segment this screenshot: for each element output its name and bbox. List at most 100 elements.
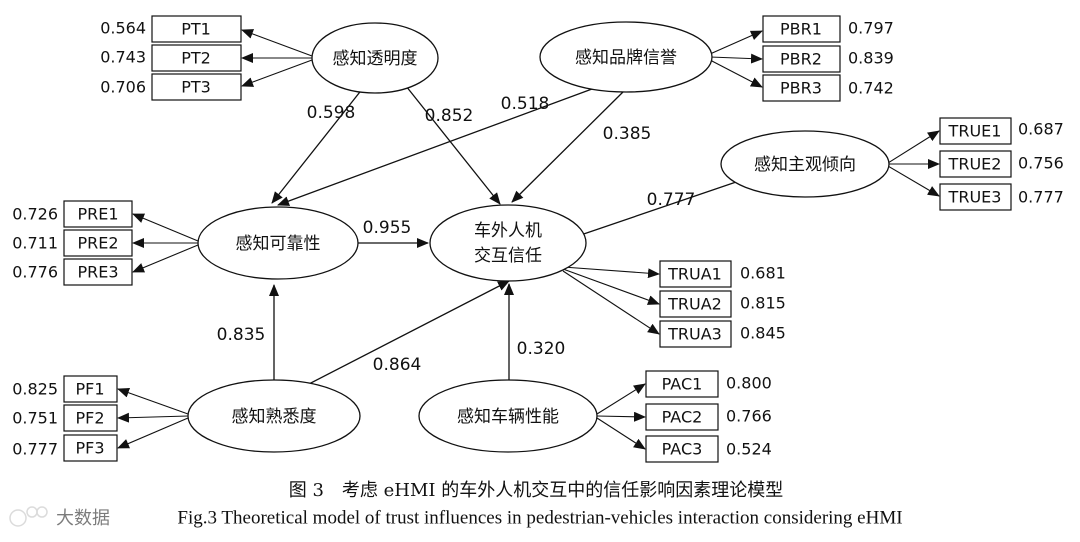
arrow-pbr3 (709, 59, 763, 88)
indicator-box-true1 (939, 117, 1012, 145)
indicator-box-pac3 (645, 435, 719, 463)
loading-pf1: 0.825 (12, 380, 58, 399)
indicator-box-pf2 (63, 404, 118, 432)
loading-pbr2: 0.839 (848, 49, 894, 68)
construct-pac-label: 感知车辆性能 (457, 407, 559, 427)
arrow-pac2 (596, 411, 646, 422)
construct-pf-label: 感知熟悉度 (232, 406, 317, 427)
loading-pac2: 0.766 (726, 407, 772, 426)
loading-pt2: 0.743 (100, 48, 146, 67)
loading-true1: 0.687 (1018, 120, 1064, 139)
construct-true-ellipse (720, 130, 890, 198)
loading-trua1: 0.681 (740, 264, 786, 283)
arrow-trua3 (562, 270, 660, 335)
arrow-true1 (887, 130, 940, 164)
loading-pbr3: 0.742 (848, 79, 894, 98)
loading-pbr1: 0.797 (848, 19, 894, 38)
indicator-box-trua1 (659, 260, 732, 288)
arrow-trua2 (562, 268, 660, 305)
indicator-label-pt2: PT2 (181, 49, 211, 68)
loading-true3: 0.777 (1018, 188, 1064, 207)
indicator-box-pac2 (645, 403, 719, 431)
indicator-box-pre3 (63, 258, 133, 286)
arrow-pac1 (596, 383, 646, 415)
path-pbr-to-trust (511, 89, 626, 203)
path-pt-to-trust (401, 80, 501, 205)
arrow-trua1 (562, 266, 660, 279)
loading-trua2: 0.815 (740, 294, 786, 313)
construct-pre-ellipse (197, 206, 359, 280)
loading-pf2: 0.751 (12, 409, 58, 428)
indicator-box-pf1 (63, 375, 118, 403)
arrow-pf1 (117, 387, 189, 415)
figure-caption-cn: 图 3 考虑 eHMI 的车外人机交互中的信任影响因素理论模型 (289, 480, 784, 501)
figure-caption-en: Fig.3 Theoretical model of trust influen… (177, 507, 902, 528)
indicator-label-true3: TRUE3 (948, 188, 1002, 207)
indicator-label-trua1: TRUA1 (667, 265, 722, 284)
arrow-pf3 (117, 417, 189, 449)
indicator-box-pbr3 (762, 74, 841, 102)
indicator-box-pbr1 (762, 15, 841, 43)
loading-pt1: 0.564 (100, 19, 146, 38)
path-pf-to-trust (304, 280, 510, 387)
indicator-label-pbr3: PBR3 (780, 79, 822, 98)
indicator-label-pac1: PAC1 (662, 375, 703, 394)
indicator-label-true1: TRUE1 (948, 122, 1002, 141)
construct-trust-ellipse (429, 204, 587, 282)
coef-true-to-trust: 0.777 (647, 190, 696, 210)
loading-true2: 0.756 (1018, 154, 1064, 173)
path-true-to-trust (565, 179, 743, 242)
indicator-box-trua2 (659, 290, 732, 318)
arrow-true3 (887, 165, 940, 197)
indicator-box-pac1 (645, 370, 719, 398)
indicator-box-pf3 (63, 434, 118, 462)
indicator-box-pbr2 (762, 45, 841, 73)
arrow-pt3 (241, 59, 313, 87)
watermark-logo (9, 506, 48, 527)
loading-pac1: 0.800 (726, 374, 772, 393)
indicator-label-pf2: PF2 (75, 409, 104, 428)
indicator-box-true2 (939, 150, 1012, 178)
path-pt-to-pre (271, 82, 368, 204)
indicator-box-pre2 (63, 229, 133, 257)
construct-pbr-label: 感知品牌信誉 (575, 48, 677, 68)
coef-pre-to-trust: 0.955 (363, 218, 412, 238)
loading-pt3: 0.706 (100, 78, 146, 97)
indicator-box-pt2 (151, 44, 242, 72)
indicator-label-pt3: PT3 (181, 78, 211, 97)
construct-pre-label: 感知可靠性 (236, 234, 321, 254)
indicator-label-pt1: PT1 (181, 20, 211, 39)
indicator-label-pac3: PAC3 (662, 440, 703, 459)
indicator-box-pt3 (151, 73, 242, 101)
indicator-label-pf3: PF3 (75, 439, 104, 458)
loading-pac3: 0.524 (726, 440, 772, 459)
construct-pt-label: 感知透明度 (333, 49, 418, 69)
indicator-label-pre3: PRE3 (77, 263, 118, 282)
loading-pre1: 0.726 (12, 205, 58, 224)
construct-true-label: 感知主观倾向 (754, 155, 856, 175)
loading-pre2: 0.711 (12, 234, 58, 253)
indicator-label-pbr1: PBR1 (780, 20, 822, 39)
coef-pf-to-pre: 0.835 (217, 325, 266, 345)
indicator-box-true3 (939, 183, 1012, 211)
arrow-pt1 (241, 29, 313, 57)
indicator-label-pbr2: PBR2 (780, 50, 822, 69)
indicator-box-pre1 (63, 200, 133, 228)
coef-pbr-to-trust: 0.385 (603, 124, 652, 144)
watermark-text: 大数据 (56, 508, 110, 529)
indicator-label-pac2: PAC2 (662, 408, 703, 427)
arrow-pbr2 (709, 53, 763, 64)
indicator-label-pre2: PRE2 (77, 234, 118, 253)
indicator-box-trua3 (659, 320, 732, 348)
loading-pre3: 0.776 (12, 263, 58, 282)
coef-pac-to-trust: 0.320 (517, 339, 566, 359)
loading-trua3: 0.845 (740, 324, 786, 343)
arrow-pre1 (132, 213, 199, 242)
coef-pbr-to-pre: 0.518 (501, 94, 550, 114)
path-pbr-to-pre (277, 88, 593, 206)
indicator-label-trua2: TRUA2 (667, 295, 722, 314)
arrow-pac3 (596, 417, 646, 450)
arrow-pf2 (117, 412, 189, 423)
